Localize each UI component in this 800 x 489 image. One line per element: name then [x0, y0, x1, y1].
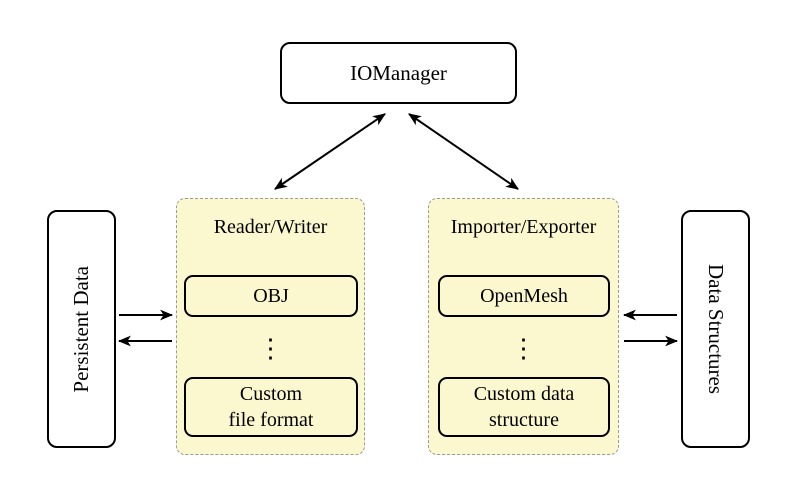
iomanager-label: IOManager	[350, 60, 447, 85]
node-openmesh: OpenMesh	[438, 275, 610, 317]
persistent-data-label: Persistent Data	[69, 265, 93, 393]
node-data-structures: Data Structures	[681, 210, 750, 448]
custom-file-format-line1: Custom	[239, 383, 303, 405]
custom-data-structure-line2: structure	[489, 409, 559, 431]
custom-data-structure-line1: Custom data	[473, 383, 575, 405]
node-persistent-data: Persistent Data	[47, 210, 116, 448]
openmesh-label: OpenMesh	[480, 285, 568, 307]
group-title-importer-exporter: Importer/Exporter	[450, 216, 597, 238]
arrow-iomanager-reader-writer	[274, 113, 386, 190]
arrow-iomanager-importer-exporter	[408, 113, 519, 190]
node-obj: OBJ	[184, 275, 358, 317]
node-custom-file-format: Custom file format	[184, 377, 358, 437]
ellipsis-reader-writer: ⋮	[257, 334, 284, 363]
node-custom-data-structure: Custom data structure	[438, 377, 610, 437]
custom-file-format-line2: file format	[228, 409, 314, 431]
group-reader-writer: Reader/Writer OBJ ⋮ Custom file format	[176, 198, 365, 455]
node-iomanager: IOManager	[280, 42, 517, 104]
ellipsis-importer-exporter: ⋮	[510, 334, 537, 363]
group-importer-exporter: Importer/Exporter OpenMesh ⋮ Custom data…	[428, 198, 619, 455]
obj-label: OBJ	[253, 285, 289, 307]
data-structures-label: Data Structures	[704, 263, 728, 395]
group-title-reader-writer: Reader/Writer	[213, 216, 328, 238]
